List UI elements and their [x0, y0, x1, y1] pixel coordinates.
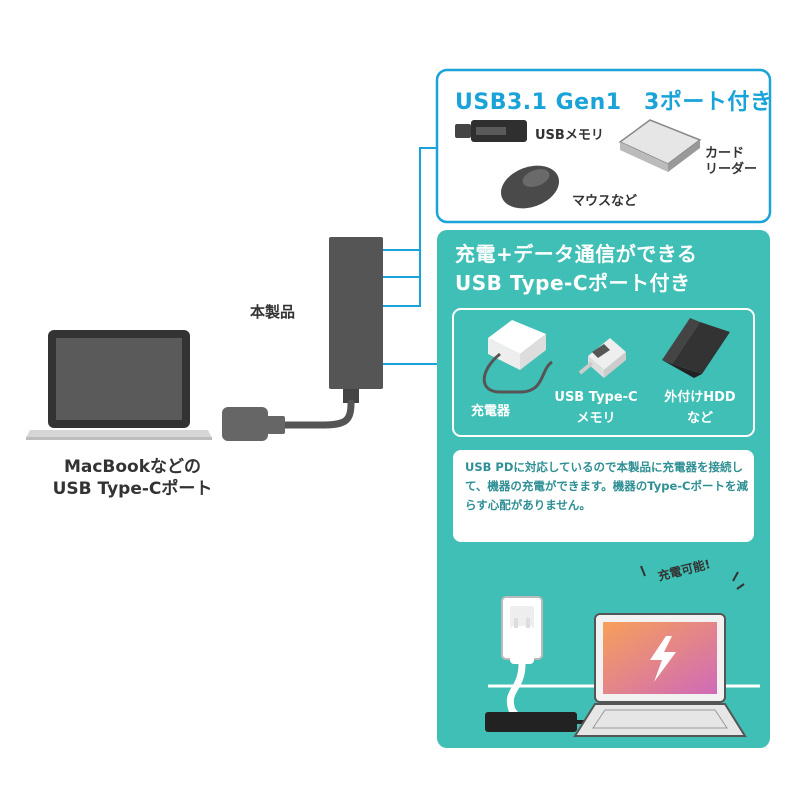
typec-devices-panel	[452, 308, 755, 437]
usb-memory-label: USBメモリ	[535, 128, 604, 143]
usb31-ports-title: USB3.1 Gen1 3ポート付き	[455, 90, 773, 115]
card-reader-icon	[618, 119, 702, 172]
lightning-icon	[650, 636, 676, 682]
macbook-label: MacBookなどの USB Type-Cポート	[52, 457, 213, 499]
hdd-label: 外付けHDD など	[664, 390, 736, 426]
usb-pd-note-box	[453, 450, 754, 542]
card-reader-label: カード リーダー	[705, 146, 758, 177]
hdd-icon	[662, 318, 730, 378]
usb-pd-note: USB PDに対応しているので本製品に充電器を接続して、機器の充電ができます。機…	[465, 460, 748, 512]
charging-laptop-icon	[573, 613, 747, 737]
typec-memory-icon	[578, 338, 626, 378]
usb-memory-icon	[455, 120, 527, 142]
hub-label: 本製品	[250, 303, 296, 321]
wall-charger-icon	[506, 618, 534, 724]
mouse-label: マウスなど	[572, 194, 638, 209]
port-connector-lines	[383, 147, 437, 365]
charge-emphasis-marks	[640, 565, 745, 590]
typec-port-title: 充電+データ通信ができる USB Type-Cポート付き	[455, 242, 698, 295]
charger-label: 充電器	[471, 404, 511, 419]
charger-icon	[482, 320, 553, 394]
typec-memory-label: USB Type-C メモリ	[554, 390, 638, 426]
hub-icon	[222, 237, 383, 441]
laptop-icon	[26, 330, 212, 440]
mouse-icon	[500, 165, 560, 209]
